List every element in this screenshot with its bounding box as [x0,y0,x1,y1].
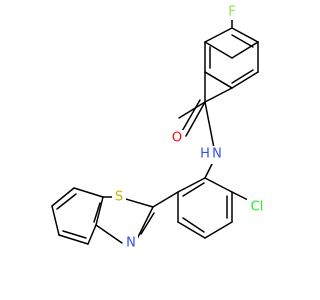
bond [93,202,101,223]
bond [231,71,259,89]
bond [182,217,205,233]
bond [204,87,233,103]
sulfur-label: S [115,190,123,205]
bond [178,101,206,119]
bond [185,101,206,137]
bond [58,234,89,245]
amide-nitrogen-atom: H N [199,146,223,164]
amide-hydrogen-label: H [200,147,210,162]
bond [231,27,259,43]
sulfur-atom: S [112,189,126,205]
bond [56,193,77,210]
bond [95,196,104,226]
bond [180,99,201,134]
bond [231,41,259,59]
oxygen-atom: O [170,130,184,146]
bond [204,101,215,149]
bond [231,34,254,48]
thiazole-nitrogen-label: N [126,236,136,251]
bond [73,187,104,198]
amide-nitrogen-label: N [212,147,222,162]
bond [204,221,233,239]
bond [204,27,233,43]
bond [177,221,206,239]
chlorine-atom: Cl [247,199,267,215]
bond [204,41,233,59]
bonds [51,11,259,245]
oxygen-label: O [172,131,182,146]
bond [152,191,179,208]
bond [51,187,75,207]
bond [204,71,233,89]
chlorine-label: Cl [251,200,264,215]
fluorine-atom: F [225,4,239,20]
bond [95,224,123,244]
bond [231,69,254,84]
bond [51,205,60,236]
fluorine-label: F [228,5,235,20]
bond [136,206,154,240]
bond [62,230,87,239]
bond [204,177,233,193]
atom-labels: F O H N S N Cl [112,4,267,251]
bond [182,182,205,197]
bond [140,212,155,235]
molecule-structure: F O H N S N Cl [51,4,267,251]
bond [231,191,249,201]
bond [177,177,206,193]
thiazole-nitrogen-atom: N [124,235,138,251]
bond [87,224,97,245]
